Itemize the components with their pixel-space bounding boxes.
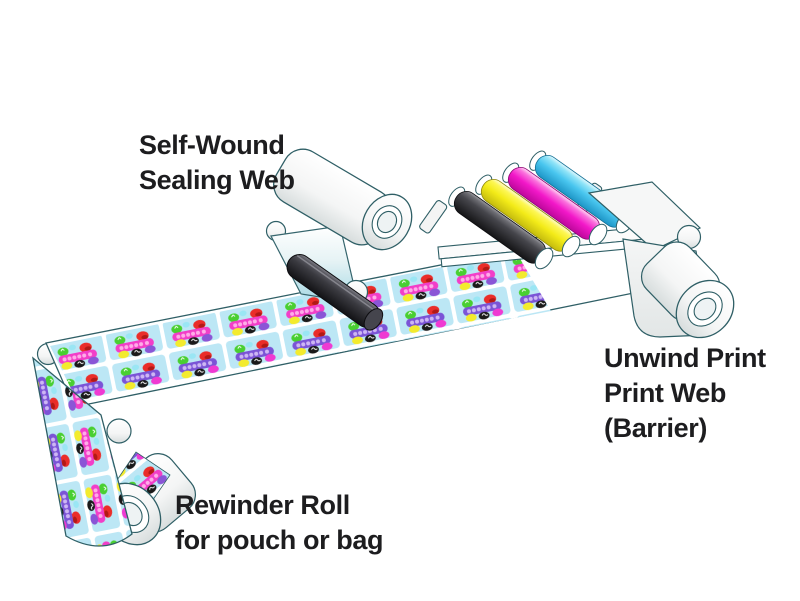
label-rewinder-line2: for pouch or bag (175, 525, 384, 556)
sealing-web-assembly (265, 148, 413, 331)
tray-left-bracket (419, 200, 448, 234)
roller-magenta (502, 162, 608, 246)
label-unwind: Unwind Print Print Web (Barrier) (604, 341, 766, 446)
nip-roller (286, 254, 384, 331)
unwind-assembly (587, 181, 735, 339)
unwind-upper-sheet (587, 181, 702, 251)
label-unwind-line2: Print Web (604, 378, 726, 409)
label-rewinder-line1: Rewinder Roll (175, 490, 350, 520)
sealing-roll-face (361, 193, 413, 251)
roller-yellow (475, 174, 581, 258)
rewinder-descending-web (32, 356, 133, 547)
label-unwind-line3: (Barrier) (604, 413, 707, 444)
label-rewinder: Rewinder Roll for pouch or bag (175, 488, 383, 558)
label-sealing-web-line1: Self-Wound (139, 130, 285, 160)
web-band-print-pattern (50, 252, 551, 403)
rewinder-idler-roller (106, 418, 132, 444)
cmyk-print-station (419, 150, 647, 270)
rewinder-assembly (32, 356, 197, 547)
label-sealing-web: Self-Wound Sealing Web (139, 128, 295, 198)
label-unwind-line1: Unwind Print (604, 343, 766, 373)
label-sealing-web-line2: Sealing Web (139, 165, 295, 196)
roller-black (448, 186, 554, 270)
unwind-roll-face (675, 279, 735, 339)
